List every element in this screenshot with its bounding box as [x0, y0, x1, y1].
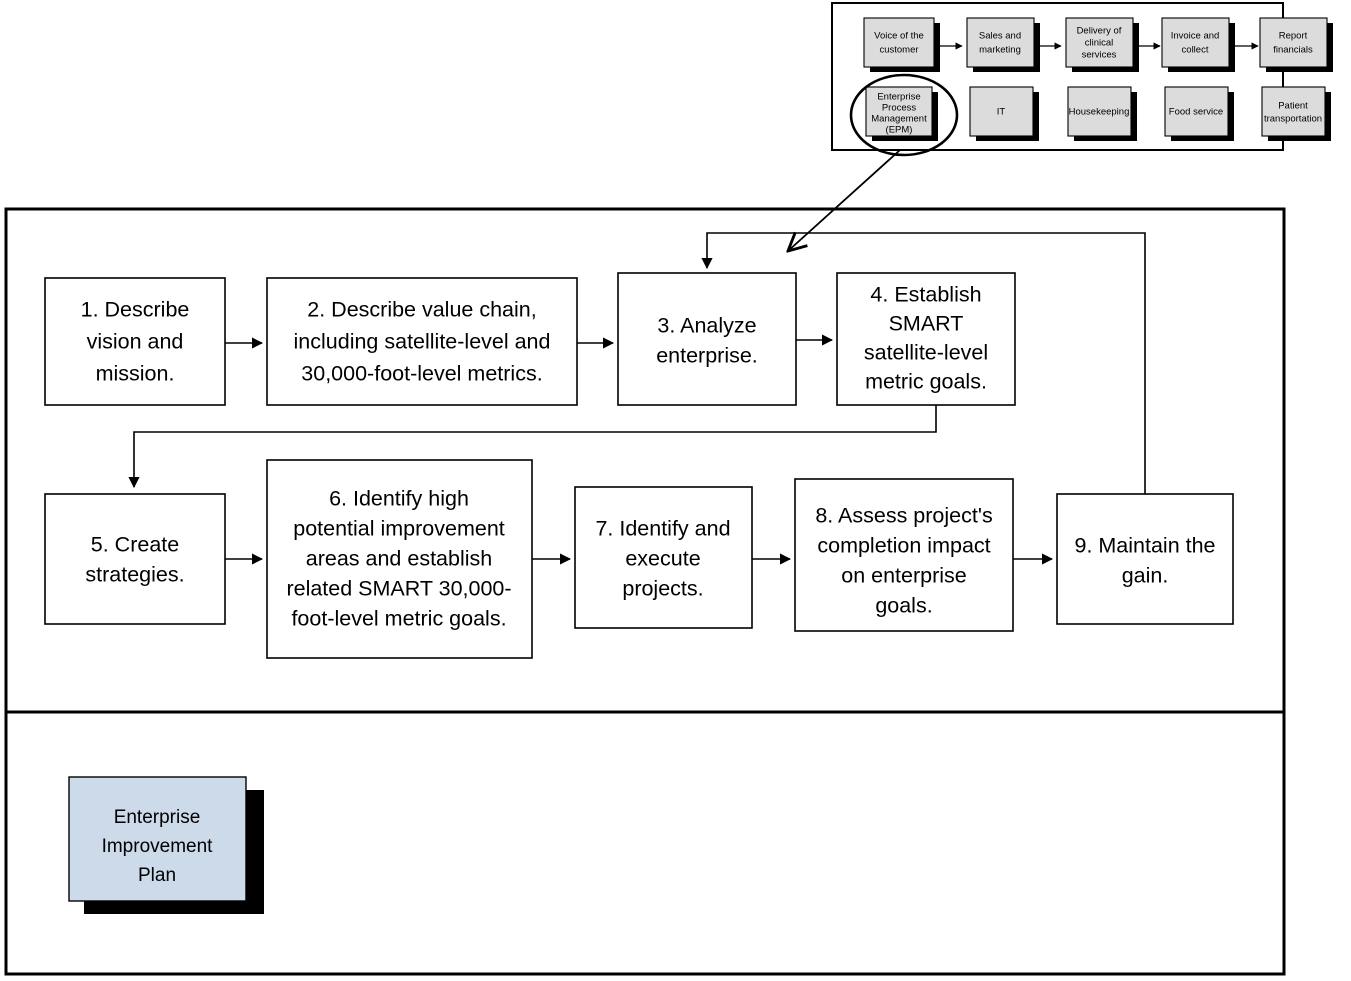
vc-label-line: Management [871, 114, 927, 125]
step-label-line: 4. Establish [870, 283, 981, 307]
step-box-7[interactable]: 7. Identify and execute projects. [574, 486, 753, 629]
vc-box-it[interactable]: IT [969, 86, 1039, 141]
plan-panel: Enterprise Improvement Plan [4, 710, 1286, 976]
step-label-line: including satellite-level and [294, 330, 551, 354]
step-label-line: mission. [96, 362, 175, 386]
step-box-2[interactable]: 2. Describe value chain, including satel… [266, 277, 578, 406]
step-label-line: 5. Create [91, 533, 179, 557]
vc-label-line: clinical [1085, 38, 1114, 49]
connector-epm-to-process [788, 149, 901, 251]
step-label-line: goals. [875, 594, 932, 618]
step-label-line: 2. Describe value chain, [307, 298, 536, 322]
value-chain-panel: Voice of the customer Sales and marketin… [831, 2, 1333, 157]
step-box-3[interactable]: 3. Analyze enterprise. [617, 272, 797, 406]
vc-label-line: (EPM) [886, 125, 913, 136]
vc-box-housekeeping[interactable]: Housekeeping [1067, 86, 1137, 141]
plan-label-line: Enterprise [114, 807, 201, 828]
step-label-line: related SMART 30,000- [286, 577, 511, 601]
vc-box-report-financials[interactable]: Report financials [1259, 17, 1333, 72]
vc-label-line: transportation [1264, 114, 1322, 125]
step-box-8[interactable]: 8. Assess project's completion impact on… [794, 478, 1014, 632]
step-label-line: 7. Identify and [595, 517, 730, 541]
value-chain-panel-frame [831, 2, 1284, 151]
vc-label-line: Patient [1278, 101, 1308, 112]
vc-label-line: Delivery of [1077, 26, 1122, 37]
vc-label-line: financials [1273, 45, 1313, 56]
vc-label-line: Report [1279, 31, 1308, 42]
step-box-9[interactable]: 9. Maintain the gain. [1056, 493, 1234, 625]
step-label-line: potential improvement [293, 517, 505, 541]
step-label-line: 8. Assess project's [815, 504, 992, 528]
step-box-5[interactable]: 5. Create strategies. [44, 493, 226, 625]
vc-box-food-service[interactable]: Food service [1164, 86, 1234, 141]
vc-label-line: Process [882, 103, 917, 114]
vc-label-line: Housekeeping [1069, 107, 1130, 118]
vc-box-voice-of-the-customer[interactable]: Voice of the customer [863, 17, 940, 72]
vc-label-line: customer [879, 45, 918, 56]
plan-panel-frame [4, 710, 1286, 976]
vc-label-line: Food service [1169, 107, 1223, 118]
vc-box-enterprise-process-management[interactable]: Enterprise Process Management (EPM) [865, 86, 938, 141]
step-label-line: completion impact [817, 534, 990, 558]
vc-label-line: services [1082, 50, 1117, 61]
step-label-line: foot-level metric goals. [291, 607, 506, 631]
plan-label-line: Plan [138, 865, 176, 886]
step-label-line: satellite-level [864, 341, 988, 365]
step-label-line: SMART [889, 312, 964, 336]
step-label-line: projects. [622, 577, 703, 601]
step-box-1[interactable]: 1. Describe vision and mission. [44, 277, 226, 406]
vc-box-invoice-and-collect[interactable]: Invoice and collect [1161, 17, 1235, 72]
vc-label-line: Sales and [979, 31, 1021, 42]
step-label-line: enterprise. [656, 344, 758, 368]
step-label-line: 9. Maintain the [1074, 534, 1215, 558]
process-panel: 1. Describe vision and mission. 2. Descr… [4, 207, 1286, 714]
step-box-6[interactable]: 6. Identify high potential improvement a… [266, 459, 533, 659]
step-label-line: execute [625, 547, 700, 571]
vc-label-line: Invoice and [1171, 31, 1220, 42]
step-box-4[interactable]: 4. Establish SMART satellite-level metri… [836, 272, 1016, 406]
vc-box-delivery-of-clinical-services[interactable]: Delivery of clinical services [1065, 17, 1139, 72]
step-label-line: on enterprise [841, 564, 967, 588]
step-label-line: gain. [1122, 564, 1169, 588]
vc-label-line: marketing [979, 45, 1021, 56]
vc-box-sales-and-marketing[interactable]: Sales and marketing [966, 17, 1040, 72]
vc-label-line: Voice of the [874, 31, 924, 42]
step-label-line: 30,000-foot-level metrics. [301, 362, 542, 386]
epm-highlight-ellipse [849, 73, 959, 157]
plan-box-enterprise-improvement-plan[interactable]: Enterprise Improvement Plan [68, 776, 264, 914]
step-label-line: 3. Analyze [657, 314, 756, 338]
connector-feedback-to-step-3 [701, 232, 1146, 494]
vc-box-patient-transportation[interactable]: Patient transportation [1261, 86, 1331, 141]
step-label-line: 1. Describe [81, 298, 190, 322]
plan-label-line: Improvement [102, 836, 214, 857]
step-label-line: metric goals. [865, 370, 987, 394]
step-label-line: 6. Identify high [329, 487, 469, 511]
step-label-line: vision and [87, 330, 184, 354]
step-label-line: areas and establish [306, 547, 492, 571]
step-label-line: strategies. [85, 563, 184, 587]
vc-label-line: Enterprise [877, 92, 920, 103]
connector-step4-to-step5 [128, 405, 937, 489]
vc-label-line: IT [997, 107, 1006, 118]
vc-label-line: collect [1182, 45, 1209, 56]
